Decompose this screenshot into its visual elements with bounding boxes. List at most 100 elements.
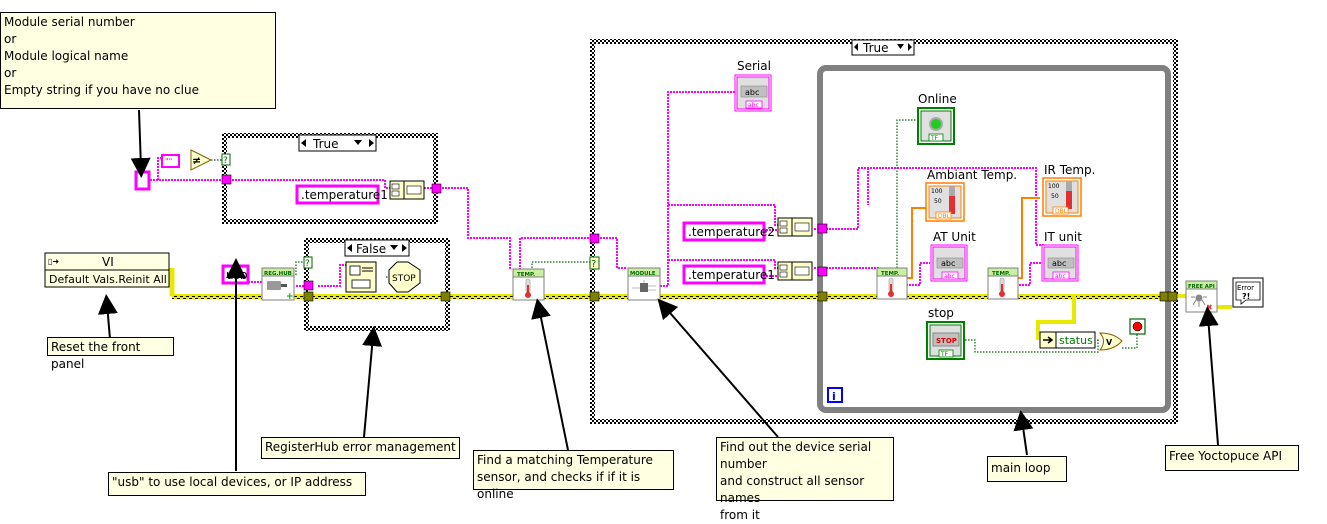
comment-reset-panel: Reset the front panel bbox=[47, 337, 174, 371]
comment-registerhub-error: RegisterHub error management bbox=[261, 437, 460, 459]
top-case-structure[interactable]: True bbox=[222, 133, 438, 224]
case-selector-terminal: ? bbox=[221, 153, 231, 166]
ref-in-icon: ▯➜ bbox=[48, 257, 59, 266]
control-label: stop bbox=[928, 306, 954, 320]
concatenate-strings-function[interactable] bbox=[777, 261, 813, 281]
register-hub-vi[interactable]: REG.HUB + bbox=[261, 267, 295, 302]
comment-arrows bbox=[97, 109, 1219, 471]
svg-text:.temperature1: .temperature1 bbox=[301, 188, 388, 202]
svg-text:?: ? bbox=[591, 259, 596, 270]
svg-text:TEMP.: TEMP. bbox=[517, 272, 535, 278]
comment-usb-hint: "usb" to use local devices, or IP addres… bbox=[108, 472, 366, 496]
svg-text:100: 100 bbox=[931, 188, 943, 195]
comment-find-temperature: Find a matching Temperature sensor, and … bbox=[473, 450, 674, 501]
svg-text:FREE API: FREE API bbox=[1188, 284, 1215, 290]
indicator-label: IT unit bbox=[1044, 230, 1082, 244]
ambiant-temp-thermometer-indicator[interactable]: Ambiant Temp. 100 50 DBL bbox=[925, 168, 1017, 222]
svg-text:?: ? bbox=[223, 156, 228, 166]
string-constant-temperature1-top[interactable]: .temperature1 bbox=[295, 184, 388, 205]
empty-string-constant: "" bbox=[161, 154, 180, 168]
svg-text:abc: abc bbox=[1052, 259, 1066, 268]
module-input-control[interactable] bbox=[134, 170, 151, 191]
get-ambiant-temperature-vi[interactable]: TEMP. bbox=[876, 267, 908, 300]
svg-text:abc: abc bbox=[1055, 273, 1066, 280]
main-case-structure[interactable]: True bbox=[590, 39, 1178, 424]
at-unit-indicator[interactable]: AT Unit abc abc bbox=[930, 230, 976, 282]
led-icon bbox=[929, 117, 943, 131]
indicator-label: Ambiant Temp. bbox=[927, 168, 1017, 182]
online-led-indicator[interactable]: Online TF bbox=[917, 92, 957, 145]
svg-text:abc: abc bbox=[745, 88, 759, 97]
svg-text:DBL: DBL bbox=[1055, 208, 1068, 215]
not-equal-function[interactable]: ≠ bbox=[190, 149, 213, 171]
case-selector-terminal: ? bbox=[589, 256, 600, 270]
svg-text:50: 50 bbox=[934, 198, 942, 205]
comment-main-loop: main loop bbox=[987, 456, 1067, 482]
svg-text:+: + bbox=[286, 292, 294, 302]
case-label: True bbox=[312, 137, 339, 151]
free-api-vi[interactable]: FREE API ✖ bbox=[1185, 280, 1218, 313]
svg-text:abc: abc bbox=[944, 273, 955, 280]
indicator-label: Online bbox=[918, 92, 957, 106]
svg-text:VI: VI bbox=[102, 255, 114, 269]
unbundle-status-node[interactable]: status bbox=[1039, 331, 1096, 349]
svg-text:≠: ≠ bbox=[192, 154, 201, 167]
indicator-label: AT Unit bbox=[933, 230, 976, 244]
svg-text:Default Vals.Reinit All: Default Vals.Reinit All bbox=[49, 273, 167, 286]
chip-icon bbox=[640, 283, 648, 292]
svg-text:?: ? bbox=[305, 259, 310, 269]
svg-text:STOP: STOP bbox=[936, 337, 957, 345]
comment-free-api: Free Yoctopuce API bbox=[1165, 445, 1299, 471]
case-selector[interactable]: True bbox=[851, 39, 915, 56]
svg-text:TEMP.: TEMP. bbox=[992, 271, 1010, 277]
string-constant-temperature2[interactable]: .temperature2 bbox=[682, 221, 775, 242]
error-wire bbox=[172, 294, 1172, 299]
get-module-vi[interactable]: MODULE bbox=[627, 267, 661, 301]
serial-indicator[interactable]: Serial abc abc bbox=[734, 59, 772, 112]
concatenate-strings-function[interactable] bbox=[389, 180, 425, 200]
or-function[interactable]: V bbox=[1098, 332, 1123, 351]
svg-text:TF: TF bbox=[940, 351, 949, 358]
find-temperature-vi[interactable]: TEMP. bbox=[512, 268, 545, 301]
svg-text:?!: ?! bbox=[1242, 292, 1250, 301]
get-ir-temperature-vi[interactable]: TEMP. bbox=[987, 267, 1019, 300]
case-label: False bbox=[356, 242, 386, 256]
octopus-icon bbox=[1195, 294, 1203, 302]
error-case-structure[interactable]: False bbox=[304, 238, 450, 331]
svg-text:STOP: STOP bbox=[392, 274, 416, 284]
comment-find-serial: Find out the device serial number and co… bbox=[716, 437, 894, 522]
svg-text:abc: abc bbox=[748, 102, 759, 109]
svg-text:DBL: DBL bbox=[938, 213, 951, 220]
svg-text:100: 100 bbox=[1048, 183, 1060, 190]
concatenate-strings-function[interactable] bbox=[777, 217, 813, 237]
simple-error-handler-dialog[interactable]: Error ?! bbox=[1232, 277, 1264, 308]
case-selector[interactable]: False bbox=[344, 239, 410, 257]
speech-bubble-icon bbox=[1235, 281, 1261, 305]
loop-conditional-terminal[interactable] bbox=[1129, 318, 1146, 335]
comment-module-input: Module serial number or Module logical n… bbox=[0, 12, 276, 109]
svg-text:MODULE: MODULE bbox=[630, 271, 656, 277]
svg-text:abc: abc bbox=[941, 259, 955, 268]
svg-text:status: status bbox=[1059, 334, 1093, 347]
it-unit-indicator[interactable]: IT unit abc abc bbox=[1041, 230, 1082, 282]
svg-text:.temperature2: .temperature2 bbox=[688, 225, 775, 239]
main-while-loop[interactable]: i bbox=[817, 65, 1171, 413]
svg-text:TF: TF bbox=[930, 135, 939, 142]
svg-text:✖: ✖ bbox=[1206, 303, 1213, 312]
invoke-node-reinit-all[interactable]: ▯➜ VI Default Vals.Reinit All bbox=[44, 252, 170, 288]
case-selector-terminal: ? bbox=[303, 256, 313, 269]
svg-text:50: 50 bbox=[1051, 193, 1059, 200]
wires bbox=[150, 91, 1232, 353]
svg-text:REG.HUB: REG.HUB bbox=[264, 271, 292, 277]
usb-icon bbox=[267, 281, 281, 290]
simple-error-handler[interactable] bbox=[345, 261, 377, 293]
stop-function[interactable]: STOP bbox=[388, 261, 421, 293]
case-label: True bbox=[862, 41, 889, 55]
stop-button-control[interactable]: stop STOP TF bbox=[926, 306, 965, 360]
case-selector[interactable]: True bbox=[298, 134, 377, 152]
block-diagram: True False True i bbox=[44, 39, 1264, 471]
ir-temp-thermometer-indicator[interactable]: IR Temp. 100 50 DBL bbox=[1042, 163, 1096, 217]
svg-text:TEMP.: TEMP. bbox=[881, 271, 899, 277]
svg-text:.temperature1: .temperature1 bbox=[688, 268, 775, 282]
string-constant-temperature1-main[interactable]: .temperature1 bbox=[682, 264, 775, 285]
